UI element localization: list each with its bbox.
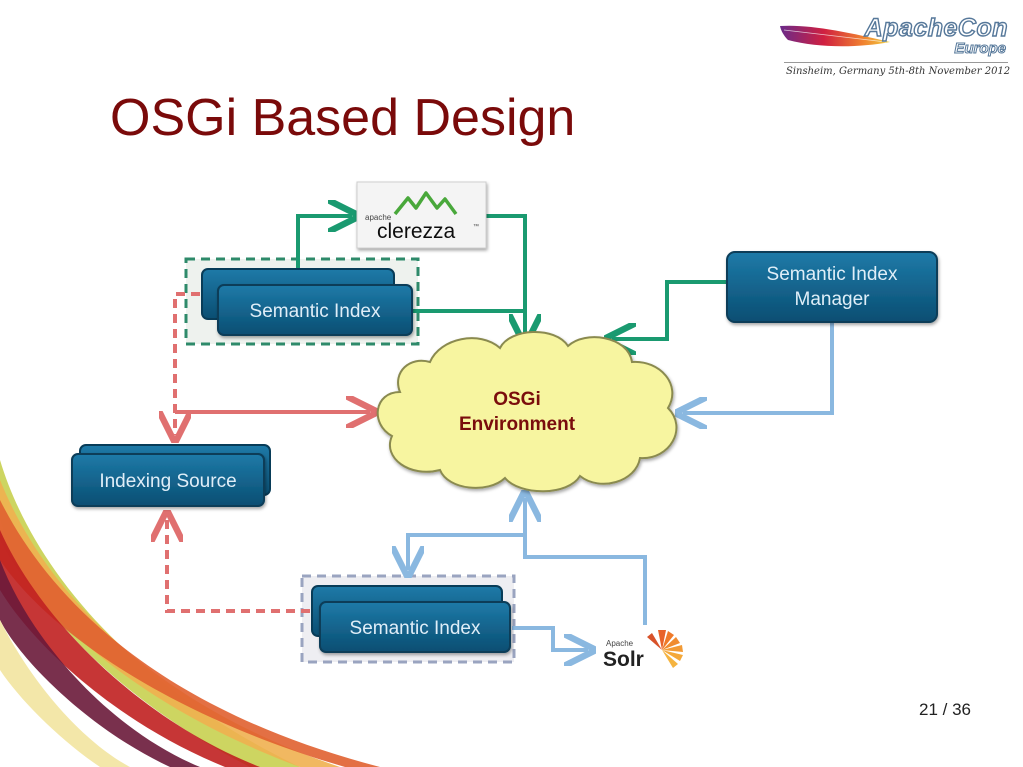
semantic-index-manager-label-1: Semantic Index <box>767 264 898 285</box>
clerezza-name: clerezza <box>377 220 456 243</box>
osgi-environment-cloud: OSGi Environment <box>376 331 678 493</box>
solr-name: Solr <box>603 648 644 671</box>
solr-logo: Apache Solr <box>603 630 683 671</box>
clerezza-logo: apache clerezza ™ <box>356 181 487 249</box>
logo-tagline: Sinsheim, Germany 5th-8th November 2012 <box>786 66 1011 77</box>
page-number: 21 / 36 <box>919 700 971 719</box>
apachecon-logo: ApacheCon Europe Sinsheim, Germany 5th-8… <box>778 13 1010 77</box>
logo-divider <box>784 62 1008 63</box>
clerezza-tm: ™ <box>473 223 479 230</box>
clerezza-mountains-icon <box>393 191 458 216</box>
solr-sunburst-icon <box>647 630 683 668</box>
green-arrow-manager-to-osgi <box>612 280 727 339</box>
solr-prefix: Apache <box>606 639 634 648</box>
green-arrow-clerezza-to-osgi <box>486 214 525 338</box>
apachecon-wordmark: ApacheCon <box>864 13 1008 42</box>
semantic-index-bottom: Semantic Index <box>311 585 511 653</box>
clerezza-prefix: apache <box>365 213 392 222</box>
osgi-label-2: Environment <box>459 414 576 435</box>
indexing-source: Indexing Source <box>71 444 271 507</box>
green-arrow-to-clerezza <box>296 216 352 268</box>
semantic-index-manager: Semantic Index Manager <box>726 251 938 323</box>
semantic-index-bottom-label: Semantic Index <box>350 618 481 639</box>
semantic-index-manager-label-2: Manager <box>795 289 871 310</box>
semantic-index-top: Semantic Index <box>201 268 413 336</box>
blue-arrow-osgi-to-bottom-index <box>408 533 525 570</box>
blue-arrow-to-solr <box>512 626 588 650</box>
semantic-index-top-label: Semantic Index <box>250 301 381 322</box>
blue-arrow-manager-to-osgi <box>683 322 834 413</box>
apache-feather-icon <box>780 25 890 47</box>
osgi-label-1: OSGi <box>493 389 541 410</box>
blue-arrow-to-osgi-from-bottom <box>525 498 647 625</box>
red-dashed-bottom-to-source <box>167 518 310 613</box>
red-dashed-index-to-source <box>175 292 200 435</box>
page-title: OSGi Based Design <box>110 89 576 147</box>
apachecon-europe: Europe <box>954 40 1007 58</box>
indexing-source-label: Indexing Source <box>99 471 236 492</box>
